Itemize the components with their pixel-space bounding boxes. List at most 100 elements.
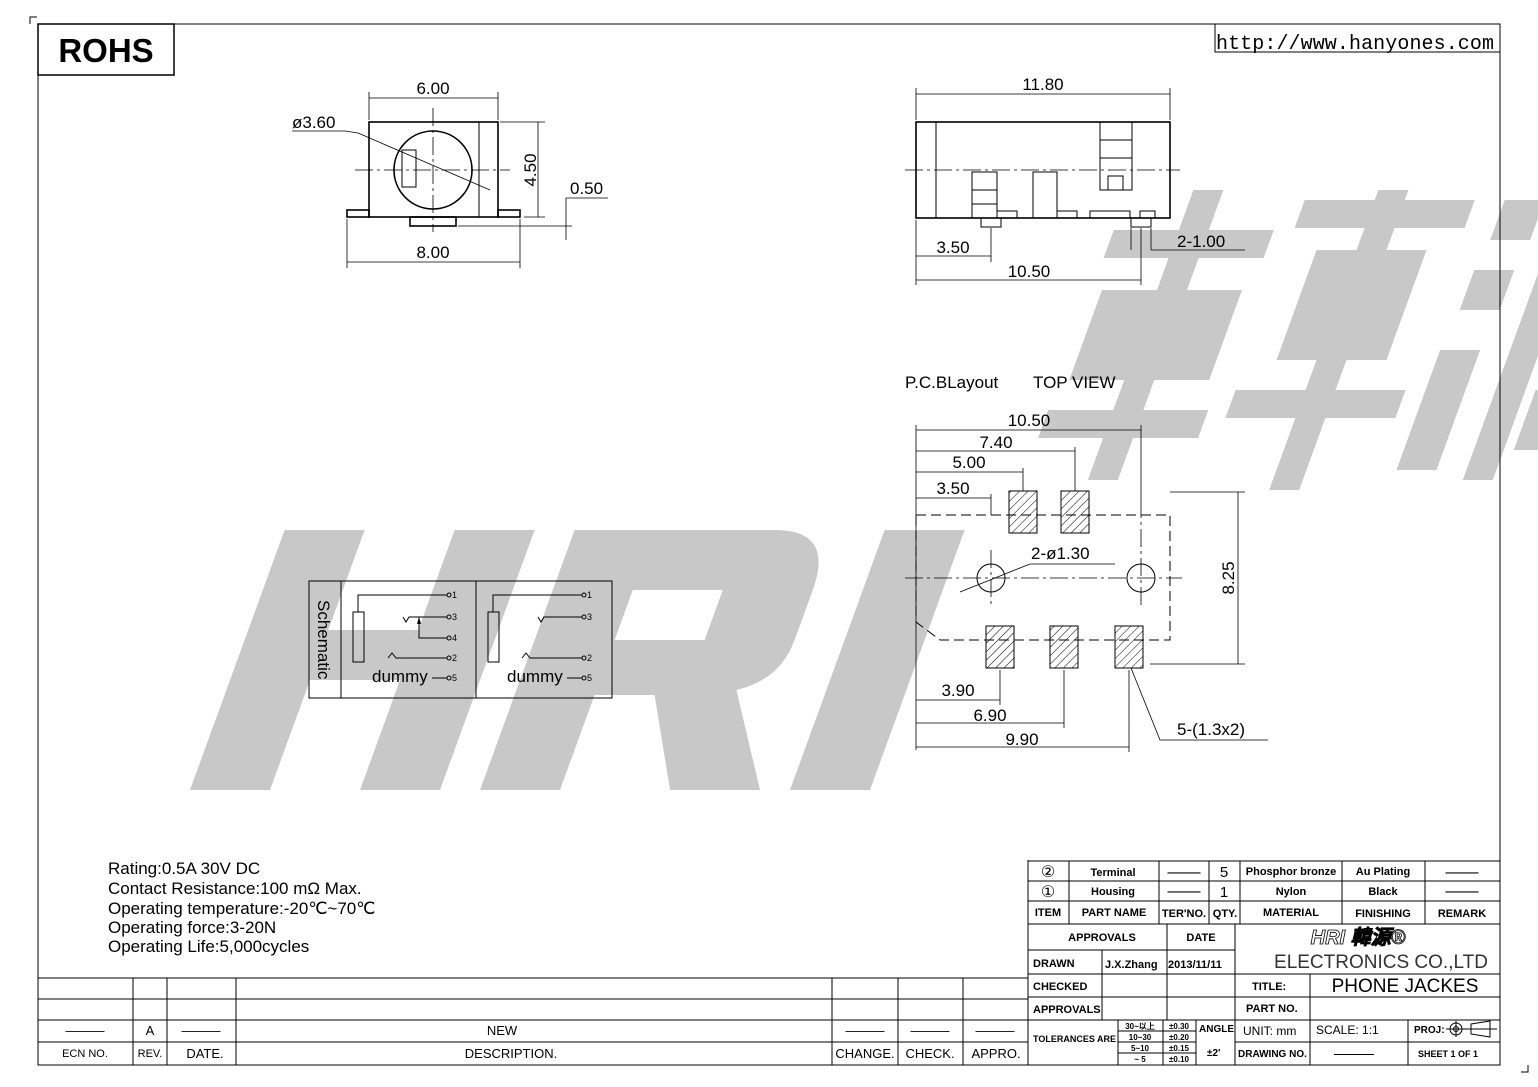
watermark-letter-i (790, 530, 965, 790)
label: QTY. (1213, 908, 1237, 920)
schematic-label: Schematic (314, 600, 333, 680)
label: 3 (587, 612, 592, 622)
label: A (146, 1023, 155, 1038)
label: 1 (452, 590, 457, 600)
dim-990: 9.90 (1005, 730, 1038, 749)
label: ② (1041, 864, 1055, 881)
label: ±0.20 (1169, 1033, 1190, 1042)
bom-part-housing: Housing (1091, 886, 1135, 898)
label: REMARK (1438, 908, 1486, 920)
dim-offset: 0.50 (570, 179, 603, 198)
dim-height: 4.50 (521, 153, 540, 186)
dim-pin-width: 2-1.00 (1177, 232, 1225, 251)
label: ITEM (1035, 907, 1061, 919)
label: SHEET 1 OF 1 (1418, 1049, 1478, 1059)
label: APPRO. (971, 1046, 1020, 1061)
label: 2 (452, 653, 457, 663)
side-view: 11.80 3.50 10.50 2-1.00 (905, 75, 1245, 285)
label: PROJ: (1414, 1025, 1445, 1036)
label: CHECK. (905, 1046, 954, 1061)
label: TOLERANCES ARE (1033, 1034, 1116, 1044)
front-view: 6.00 ø3.60 4.50 0.50 8.00 (292, 79, 608, 268)
watermark-yuan-glyph (1396, 190, 1538, 480)
rohs-badge: ROHS (37, 23, 175, 76)
label: 4 (452, 633, 457, 643)
title-block: ② Terminal ——— 5 Phosphor bronze Au Plat… (1027, 860, 1501, 1066)
right-dummy-label: dummy (507, 667, 563, 686)
pcb-layout: P.C.BLayout TOP VIEW 10.50 7.40 5.00 3.5… (905, 373, 1268, 752)
label: ±0.30 (1169, 1022, 1190, 1031)
label: 10~30 (1129, 1033, 1152, 1042)
tolerance-table: 30~以上 ±0.30 10~30 ±0.20 5~10 ±0.15 ~ 5 ±… (1125, 1021, 1189, 1064)
label: 30~以上 (1125, 1021, 1155, 1031)
label: ——— (911, 1023, 950, 1038)
dim-pin2: 10.50 (1008, 262, 1051, 281)
company-logo: HRI 韓源® (1311, 926, 1406, 949)
label: CHECKED (1033, 981, 1087, 993)
label: ① (1041, 884, 1055, 901)
label: 5 (587, 673, 592, 683)
label: Au Plating (1356, 866, 1410, 878)
sheet-border (29, 16, 1529, 1073)
dim-width-top: 6.00 (416, 79, 449, 98)
dim-350: 3.50 (936, 479, 969, 498)
dim-390: 3.90 (941, 681, 974, 700)
schematic: Schematic 1 3 4 2 5 dummy 1 3 2 5 dummy (308, 580, 613, 699)
label: TITLE: (1252, 981, 1286, 993)
label: ——— (976, 1023, 1015, 1038)
watermark-letter-h (190, 530, 535, 790)
spec-rating: Rating:0.5A 30V DC (108, 859, 260, 878)
label: APPROVALS (1033, 1004, 1101, 1016)
revision-description: NEW (487, 1023, 518, 1038)
label: DATE. (186, 1046, 223, 1061)
bom-part-terminal: Terminal (1090, 867, 1135, 879)
label: DESCRIPTION. (465, 1046, 557, 1061)
label: ~ 5 (1134, 1055, 1146, 1064)
drawing-title: PHONE JACKES (1332, 976, 1479, 997)
label: 1 (587, 590, 592, 600)
label: ——— (1446, 886, 1479, 898)
revision-table: ——— A ——— NEW ——— ——— ——— ECN NO. REV. D… (38, 860, 1029, 1065)
label: DRAWN (1033, 958, 1075, 970)
label: Black (1368, 886, 1398, 898)
label: 5~10 (1131, 1044, 1150, 1053)
spec-force: Operating force:3-20N (108, 918, 276, 937)
label: ANGLE (1199, 1024, 1234, 1035)
watermark-letter-r (480, 530, 819, 790)
label: ——— (1168, 867, 1201, 879)
label: ±0.10 (1169, 1055, 1190, 1064)
label: ——— (1446, 867, 1479, 879)
dim-690: 6.90 (973, 706, 1006, 725)
specifications: Rating:0.5A 30V DC Contact Resistance:10… (108, 859, 375, 956)
label: CHANGE. (835, 1046, 894, 1061)
label: TER'NO. (1162, 908, 1206, 920)
label: MATERIAL (1263, 907, 1319, 919)
dim-length: 11.80 (1022, 75, 1063, 94)
label: Phosphor bronze (1246, 866, 1336, 878)
label: 5 (1220, 864, 1228, 881)
label: FINISHING (1355, 908, 1411, 920)
projection-symbol-icon (1446, 1020, 1497, 1038)
label: Nylon (1276, 886, 1307, 898)
label: 3 (452, 612, 457, 622)
label: 2 (587, 653, 592, 663)
dim-740: 7.40 (979, 433, 1012, 452)
label: ±2' (1207, 1048, 1220, 1059)
spec-temperature: Operating temperature:-20℃~70℃ (108, 899, 375, 918)
dim-pads: 5-(1.3x2) (1177, 720, 1245, 739)
dim-1050: 10.50 (1008, 411, 1051, 430)
dim-diameter: ø3.60 (292, 113, 335, 132)
left-dummy-label: dummy (372, 667, 428, 686)
label: APPROVALS (1068, 932, 1136, 944)
dim-holes: 2-ø1.30 (1031, 544, 1090, 563)
label: DATE (1186, 932, 1215, 944)
pcb-view-label: TOP VIEW (1033, 373, 1116, 392)
spec-life: Operating Life:5,000cycles (108, 937, 309, 956)
label: PART NO. (1246, 1003, 1298, 1015)
label: 5 (452, 673, 457, 683)
website-link[interactable]: http://www.hanyones.com (1214, 24, 1500, 56)
label: DRAWING NO. (1238, 1049, 1307, 1060)
website-url[interactable]: http://www.hanyones.com (1216, 33, 1494, 56)
label: REV. (138, 1048, 163, 1060)
label: ——— (66, 1023, 105, 1038)
